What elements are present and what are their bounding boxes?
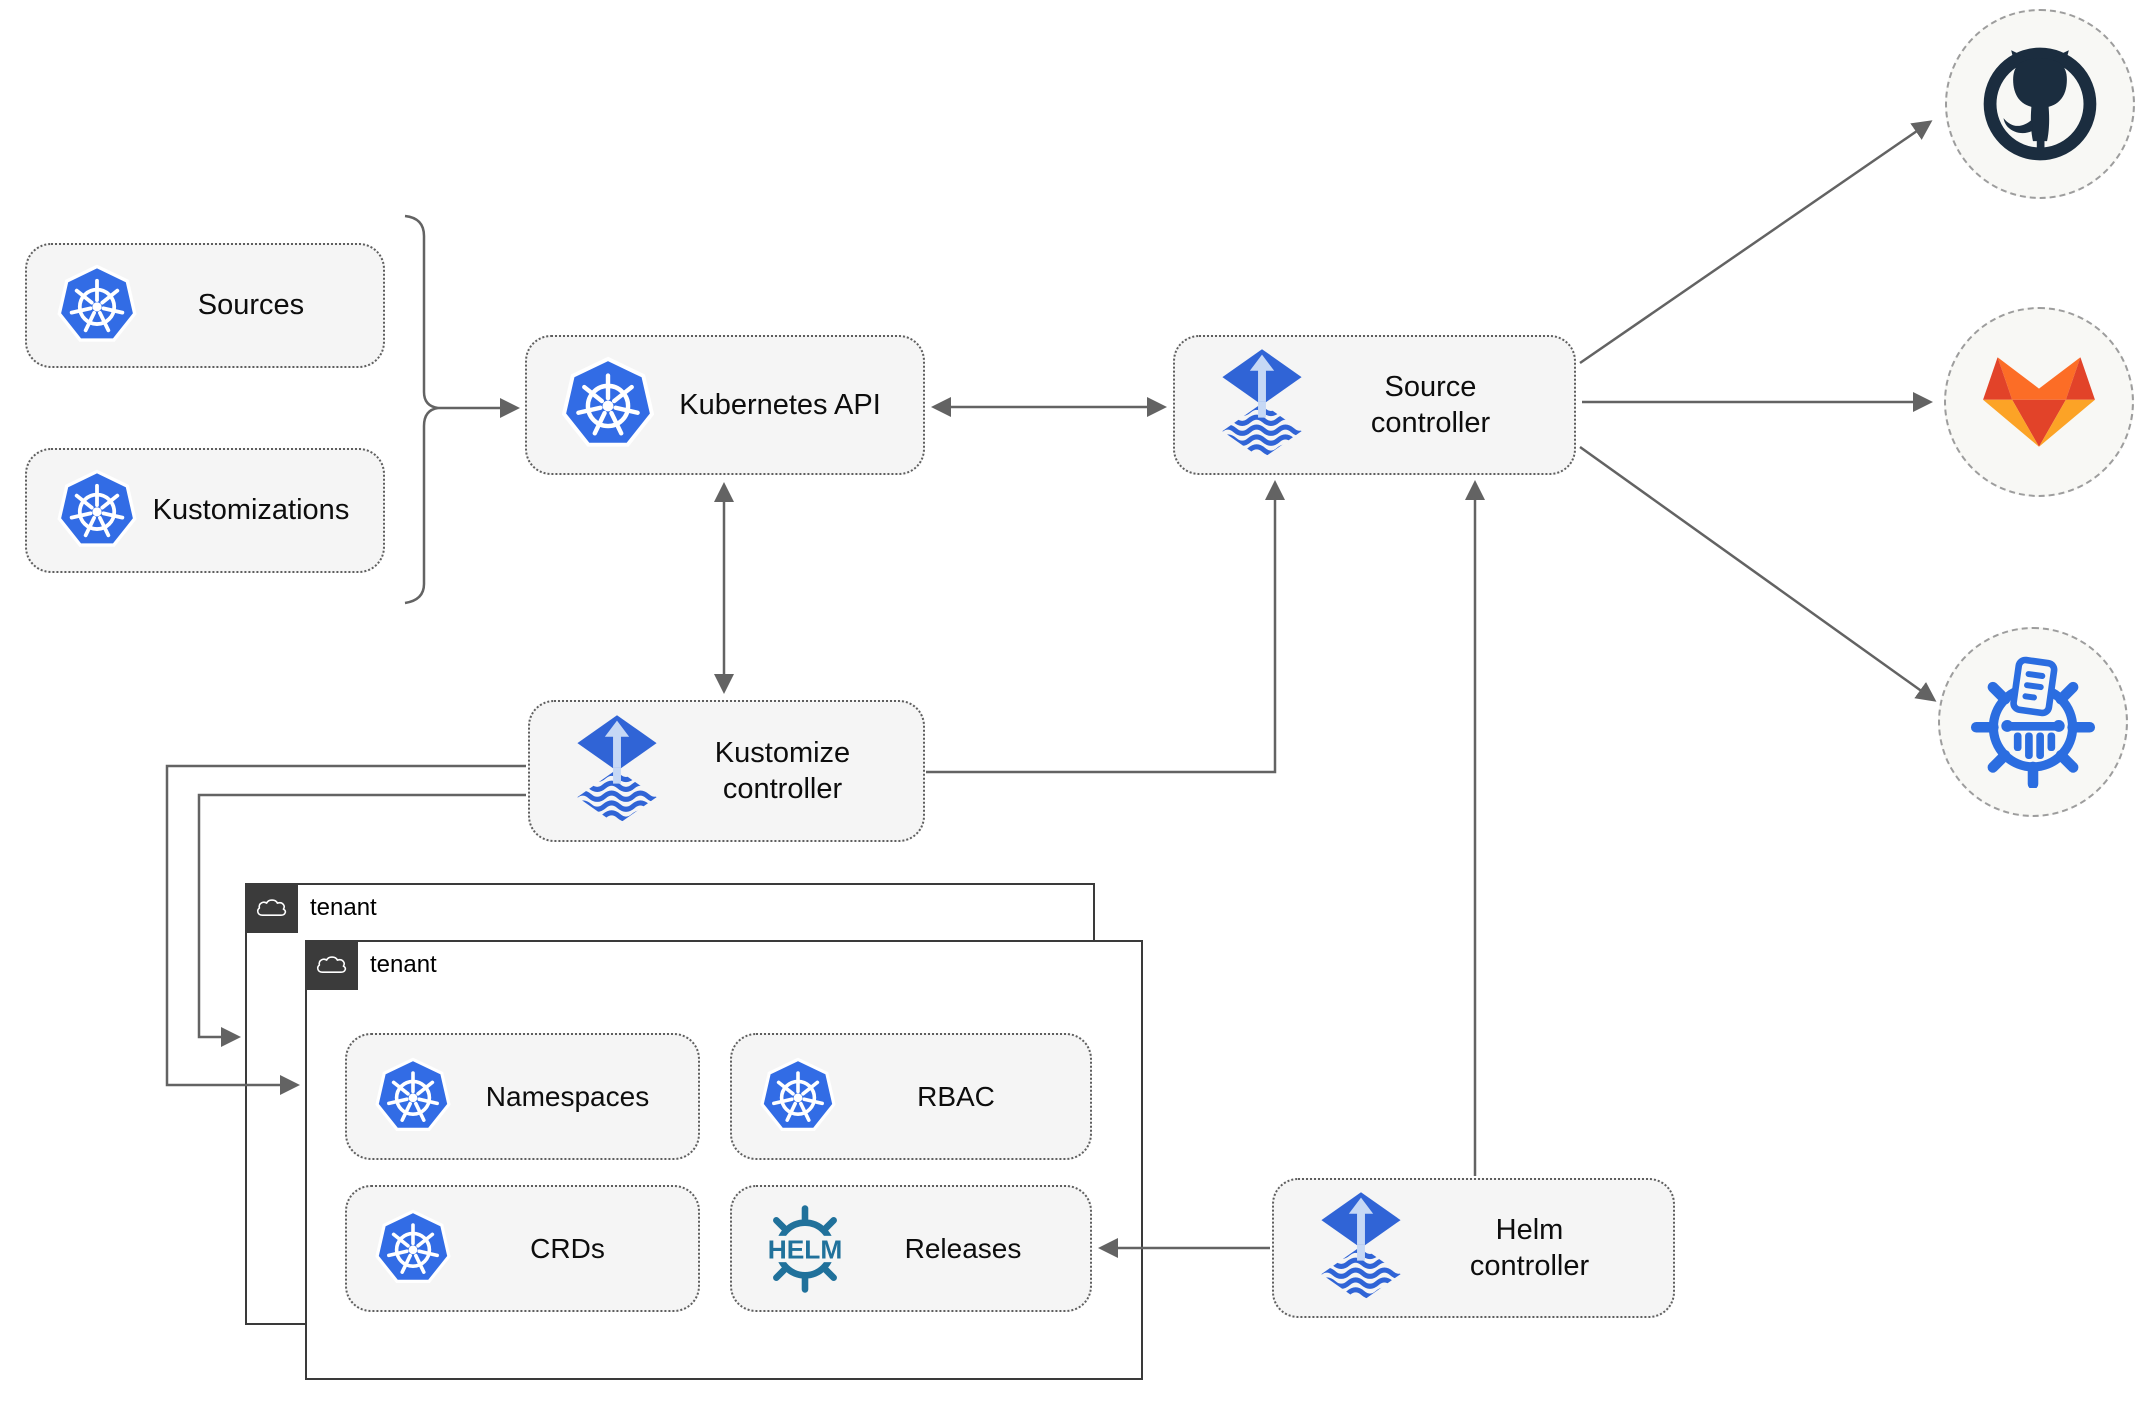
tenant-inner-tab bbox=[305, 940, 358, 990]
edge-source-github bbox=[1579, 120, 1933, 365]
chartmuseum-icon bbox=[1967, 656, 2099, 788]
node-kubernetes-api: Kubernetes API bbox=[525, 335, 925, 475]
node-kustomizations-label: Kustomizations bbox=[152, 494, 350, 527]
tenant-inner-container bbox=[305, 940, 1143, 1380]
node-rbac-label: RBAC bbox=[917, 1081, 995, 1112]
node-namespaces: Namespaces bbox=[345, 1033, 700, 1160]
kubernetes-icon bbox=[373, 1209, 453, 1289]
tenant-outer-tab bbox=[245, 883, 298, 933]
node-kustomize-controller-label: Kustomize controller bbox=[714, 736, 851, 805]
tenant-inner-label: tenant bbox=[370, 951, 437, 978]
node-releases-label: Releases bbox=[904, 1233, 1022, 1264]
node-source-controller: Source controller bbox=[1173, 335, 1576, 475]
node-kubernetes-api-label: Kubernetes API bbox=[679, 388, 881, 421]
node-helm-controller-label: Helm controller bbox=[1469, 1213, 1590, 1282]
node-kustomize-controller: Kustomize controller bbox=[528, 700, 925, 842]
flux-icon bbox=[1217, 349, 1307, 461]
node-releases: Releases bbox=[730, 1185, 1092, 1312]
tenant-outer-label: tenant bbox=[310, 894, 377, 921]
github-icon bbox=[1976, 40, 2104, 168]
gitlab-icon bbox=[1983, 355, 2095, 449]
node-namespaces-label: Namespaces bbox=[485, 1081, 650, 1112]
kubernetes-icon bbox=[559, 356, 657, 454]
edge-kustomize-source bbox=[926, 480, 1285, 774]
helm-icon bbox=[758, 1202, 852, 1296]
node-source-controller-label: Source controller bbox=[1370, 370, 1491, 439]
endpoint-gitlab bbox=[1944, 307, 2134, 497]
node-helm-controller: Helm controller bbox=[1272, 1178, 1675, 1318]
flux-icon bbox=[1316, 1192, 1406, 1304]
kubernetes-icon bbox=[373, 1057, 453, 1137]
node-kustomizations: Kustomizations bbox=[25, 448, 385, 573]
node-sources-label: Sources bbox=[197, 289, 305, 322]
cloud-icon bbox=[254, 895, 290, 921]
edge-source-chartmuseum bbox=[1579, 445, 1937, 702]
brace-sources-group bbox=[404, 214, 439, 605]
node-rbac: RBAC bbox=[730, 1033, 1092, 1160]
cloud-icon bbox=[314, 952, 350, 978]
endpoint-chartmuseum bbox=[1938, 627, 2128, 817]
node-crds: CRDs bbox=[345, 1185, 700, 1312]
kubernetes-icon bbox=[55, 264, 139, 348]
endpoint-github bbox=[1945, 9, 2135, 199]
kubernetes-icon bbox=[758, 1057, 838, 1137]
node-sources: Sources bbox=[25, 243, 385, 368]
kubernetes-icon bbox=[55, 469, 139, 553]
flux-icon bbox=[572, 715, 662, 827]
node-crds-label: CRDs bbox=[530, 1233, 605, 1264]
